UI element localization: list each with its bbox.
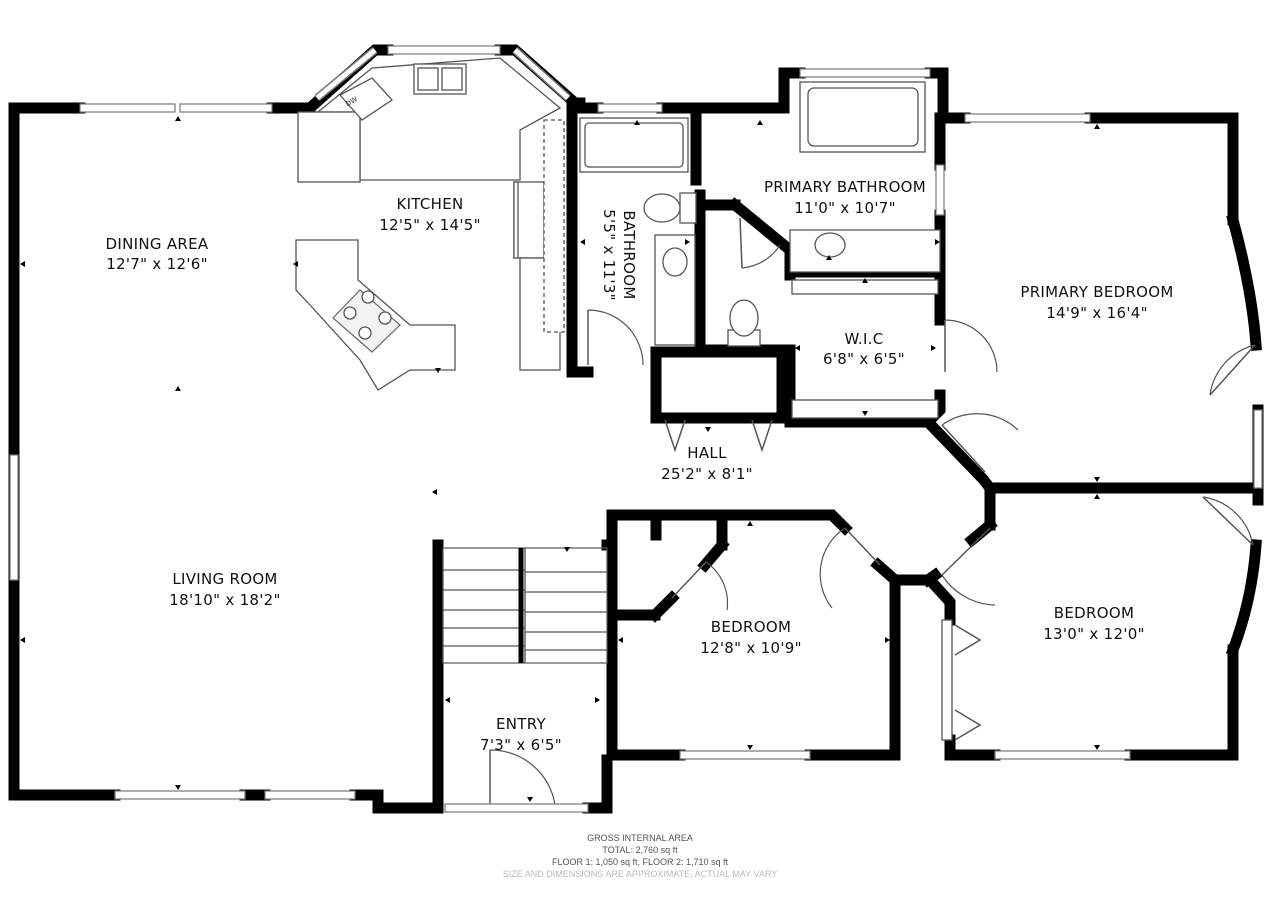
window-icon [9, 454, 19, 581]
area-heading: GROSS INTERNAL AREA [587, 833, 693, 843]
room-labels: DINING AREA 12'7" x 12'6" KITCHEN 12'5" … [106, 178, 1174, 754]
toilet-icon [643, 192, 697, 224]
dimension-markers [20, 116, 1100, 802]
area-total: TOTAL: 2,760 sq ft [602, 845, 678, 855]
room-name-entry: ENTRY [496, 715, 547, 733]
dishwasher [338, 77, 393, 121]
room-dims-living: 18'10" x 18'2" [169, 591, 280, 609]
window-icon [799, 68, 931, 78]
room-name-bedroom-2: BEDROOM [711, 618, 791, 636]
window-icon [597, 103, 663, 113]
door-swing-icon [587, 309, 644, 366]
window-icon [114, 790, 246, 800]
door-swing-icon [664, 419, 773, 453]
exterior-walls [8, 44, 1264, 814]
room-dims-primary-bedroom: 14'9" x 16'4" [1046, 304, 1148, 322]
room-name-hall: HALL [687, 444, 727, 462]
area-floors: FLOOR 1: 1,050 sq ft, FLOOR 2: 1,710 sq … [552, 857, 729, 867]
room-name-wic: W.I.C [844, 330, 883, 348]
area-summary: GROSS INTERNAL AREA TOTAL: 2,760 sq ft F… [503, 833, 777, 879]
door-swing-icon [941, 413, 1019, 473]
room-dims-kitchen: 12'5" x 14'5" [379, 216, 481, 234]
window-icon [964, 113, 1091, 123]
door-swing-icon [819, 527, 881, 609]
door-swing-icon [941, 527, 996, 606]
windows [9, 45, 1263, 800]
window-icon [387, 45, 501, 55]
window-icon [1253, 409, 1263, 489]
room-dims-bedroom-2: 12'8" x 10'9" [700, 639, 802, 657]
room-dims-wic: 6'8" x 6'5" [823, 350, 905, 368]
kitchen-fixtures: DW [295, 57, 565, 391]
room-name-dining: DINING AREA [106, 235, 209, 253]
door-swing-icon [1202, 496, 1254, 546]
toilet-icon [727, 299, 761, 347]
room-dims-primary-bathroom: 11'0" x 10'7" [794, 199, 896, 217]
room-name-primary-bedroom: PRIMARY BEDROOM [1020, 283, 1173, 301]
window-icon [179, 103, 273, 113]
room-dims-bedroom-3: 13'0" x 12'0" [1043, 625, 1145, 643]
room-name-primary-bathroom: PRIMARY BATHROOM [764, 178, 926, 196]
window-icon [679, 750, 811, 760]
stairs-icon [442, 547, 608, 664]
area-disclaimer: SIZE AND DIMENSIONS ARE APPROXIMATE, ACT… [503, 869, 777, 879]
door-swing-icon [489, 749, 556, 806]
room-name-bedroom-3: BEDROOM [1054, 604, 1134, 622]
room-dims-dining: 12'7" x 12'6" [106, 255, 208, 273]
room-dims-entry: 7'3" x 6'5" [480, 736, 562, 754]
door-swing-icon [1209, 344, 1256, 396]
interior-walls [566, 102, 998, 761]
doors [444, 217, 1256, 813]
room-name-bathroom: BATHROOM [620, 210, 638, 299]
door-swing-icon [739, 217, 781, 269]
window-icon [935, 164, 945, 216]
window-icon [994, 750, 1131, 760]
window-icon [79, 103, 176, 113]
room-name-kitchen: KITCHEN [396, 195, 463, 213]
door-swing-icon [954, 624, 982, 741]
room-name-living: LIVING ROOM [172, 570, 277, 588]
bathroom-fixtures [513, 81, 953, 741]
door-swing-icon [671, 561, 729, 611]
room-dims-bathroom: 5'5" x 11'3" [600, 209, 618, 301]
door-swing-icon [944, 319, 998, 373]
window-icon [264, 790, 356, 800]
room-dims-hall: 25'2" x 8'1" [661, 465, 753, 483]
stove-icon [332, 289, 401, 353]
